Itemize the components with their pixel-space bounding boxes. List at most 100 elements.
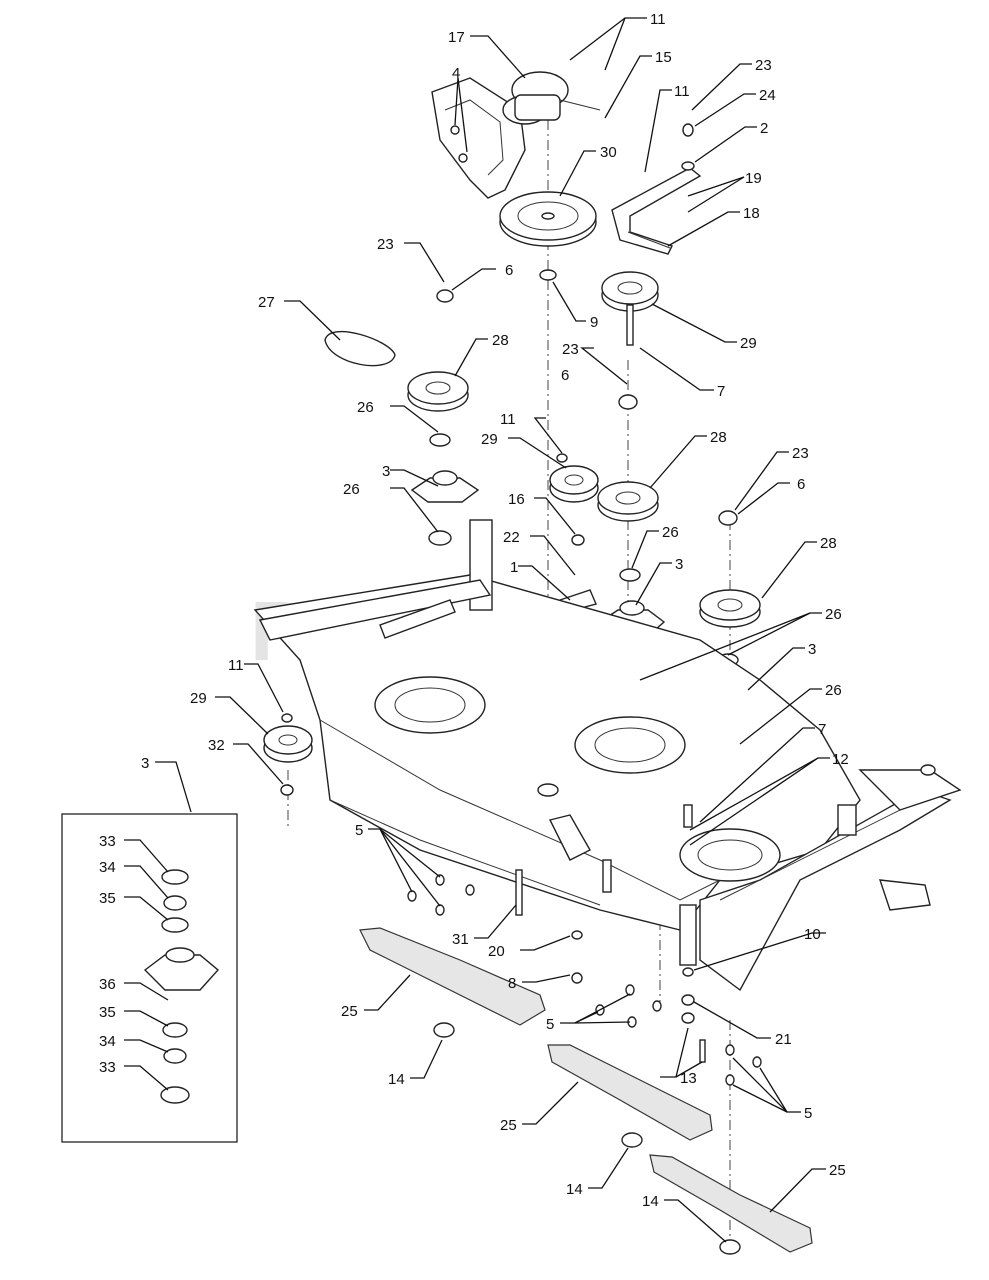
gearbox-assembly — [431, 71, 601, 199]
callout-1: 1 — [510, 559, 518, 576]
callout-26: 26 — [662, 524, 679, 541]
callout-12: 12 — [832, 751, 849, 768]
callout-labels: 17 11 15 4 23 11 24 2 30 19 18 23 6 9 29… — [99, 11, 849, 1210]
callout-17: 17 — [448, 29, 465, 46]
callout-20: 20 — [488, 943, 505, 960]
callout-16: 16 — [508, 491, 525, 508]
deck-side-rail — [679, 764, 962, 992]
callout-14: 14 — [642, 1193, 659, 1210]
blade-25-left — [359, 927, 546, 1026]
callout-28: 28 — [492, 332, 509, 349]
bolt-13 — [699, 1039, 706, 1063]
callout-23: 23 — [792, 445, 809, 462]
callout-19: 19 — [745, 170, 762, 187]
callout-26: 26 — [343, 481, 360, 498]
callout-5: 5 — [546, 1016, 554, 1033]
callout-29: 29 — [190, 690, 207, 707]
callout-3: 3 — [141, 755, 149, 772]
bearing-26-b — [428, 530, 452, 546]
callout-25: 25 — [829, 1162, 846, 1179]
spindle-detail-inset — [61, 813, 238, 1143]
callout-6: 6 — [561, 367, 569, 384]
fitting-16 — [571, 534, 585, 546]
pulley-28-center — [597, 481, 659, 522]
nut-6-b — [618, 394, 638, 410]
callout-28: 28 — [820, 535, 837, 552]
pulley-28-left — [407, 371, 469, 412]
bolt-7 — [683, 804, 693, 828]
callout-30: 30 — [600, 144, 617, 161]
callout-5: 5 — [355, 822, 363, 839]
callout-27: 27 — [258, 294, 275, 311]
washer-14-b — [621, 1132, 643, 1148]
callout-13: 13 — [680, 1070, 697, 1087]
callout-23: 23 — [562, 341, 579, 358]
callout-22: 22 — [503, 529, 520, 546]
callout-23: 23 — [755, 57, 772, 74]
pulley-29-upper — [601, 271, 659, 346]
bearing-26-c — [619, 568, 641, 582]
callout-32: 32 — [208, 737, 225, 754]
callout-35: 35 — [99, 890, 116, 907]
spindle-3-left — [410, 470, 480, 503]
belt-27 — [324, 330, 396, 367]
nut-11-c — [556, 453, 568, 463]
callout-33: 33 — [99, 833, 116, 850]
callout-5: 5 — [804, 1105, 812, 1122]
idler-arm — [611, 123, 702, 255]
callout-26: 26 — [825, 606, 842, 623]
callout-34: 34 — [99, 1033, 116, 1050]
leader-lines — [124, 17, 830, 1243]
callout-15: 15 — [655, 49, 672, 66]
callout-2: 2 — [760, 120, 768, 137]
spacer-32 — [280, 784, 294, 796]
callout-11: 11 — [500, 411, 516, 428]
callout-21: 21 — [775, 1031, 792, 1048]
callout-36: 36 — [99, 976, 116, 993]
callout-6: 6 — [797, 476, 805, 493]
callout-11: 11 — [650, 11, 666, 28]
callout-25: 25 — [500, 1117, 517, 1134]
callout-31: 31 — [452, 931, 469, 948]
callout-7: 7 — [818, 721, 826, 738]
callout-10: 10 — [804, 926, 821, 943]
blade-25-right — [649, 1154, 813, 1253]
nut-6-a — [436, 289, 454, 303]
callout-14: 14 — [388, 1071, 405, 1088]
callout-11: 11 — [228, 657, 244, 674]
callout-3: 3 — [808, 641, 816, 658]
washer-14-a — [433, 1022, 455, 1038]
pulley-28-right — [699, 589, 761, 628]
callout-35: 35 — [99, 1004, 116, 1021]
spacer-9 — [539, 269, 557, 281]
callout-26: 26 — [357, 399, 374, 416]
inset-parts — [143, 869, 220, 1104]
key-20 — [571, 930, 583, 940]
shaft-31 — [515, 869, 523, 916]
callout-3: 3 — [675, 556, 683, 573]
callout-23: 23 — [377, 236, 394, 253]
washer-21 — [681, 994, 695, 1006]
callout-29: 29 — [740, 335, 757, 352]
callout-34: 34 — [99, 859, 116, 876]
callout-11: 11 — [674, 83, 690, 100]
callout-9: 9 — [590, 314, 598, 331]
callout-6: 6 — [505, 262, 513, 279]
callout-7: 7 — [717, 383, 725, 400]
callout-4: 4 — [452, 65, 460, 82]
callout-14: 14 — [566, 1181, 583, 1198]
callout-26: 26 — [825, 682, 842, 699]
callout-18: 18 — [743, 205, 760, 222]
bolt-10 — [682, 967, 694, 977]
washer-14-c — [719, 1239, 741, 1255]
callout-33: 33 — [99, 1059, 116, 1076]
mower-deck — [253, 519, 861, 931]
pulley-29-mid — [549, 465, 599, 503]
pulley-30 — [499, 191, 597, 247]
callout-3: 3 — [382, 463, 390, 480]
callout-8: 8 — [508, 975, 516, 992]
washer-8 — [571, 972, 583, 984]
nut-11-d — [281, 713, 293, 723]
blade-25-center — [547, 1044, 713, 1141]
